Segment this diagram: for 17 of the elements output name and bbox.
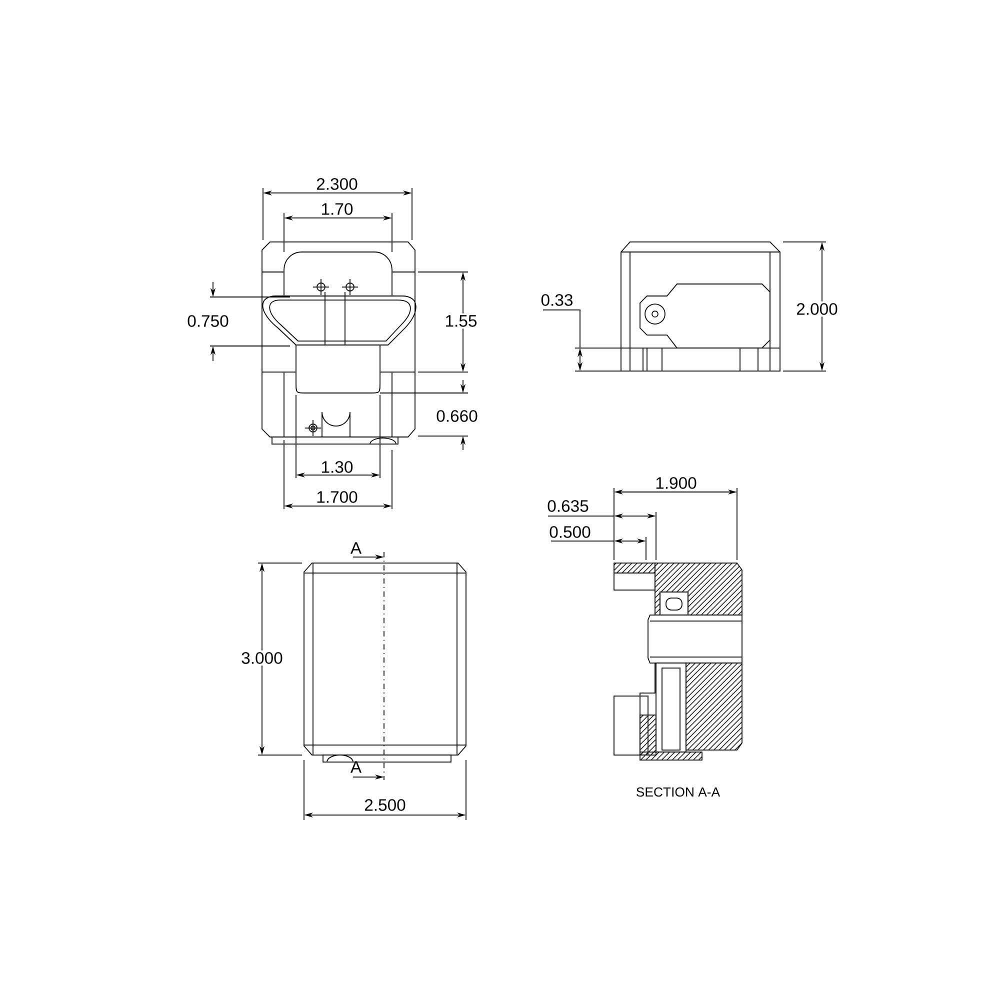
dimension-label: 3.000 [239, 650, 285, 666]
dimension-label: 1.900 [656, 477, 696, 489]
section-letter: A [350, 542, 362, 554]
dimension-label: 2.300 [316, 178, 358, 190]
dimension-label: 0.500 [550, 526, 590, 538]
section-letter: A [350, 761, 362, 773]
view-title: SECTION A-A [636, 787, 720, 797]
dimension-label: 1.55 [443, 313, 479, 329]
dimension-label: 0.635 [548, 500, 588, 512]
dimension-label: 2.500 [364, 799, 406, 811]
dimension-label: 1.700 [317, 491, 358, 503]
dimension-label: 2.000 [794, 301, 840, 317]
dimension-label: 0.750 [188, 315, 228, 327]
dimension-label: 0.33 [541, 294, 572, 306]
dimension-label: 1.30 [322, 461, 353, 473]
dimension-label: 1.70 [322, 203, 353, 215]
dimension-label: 0.660 [436, 410, 478, 422]
